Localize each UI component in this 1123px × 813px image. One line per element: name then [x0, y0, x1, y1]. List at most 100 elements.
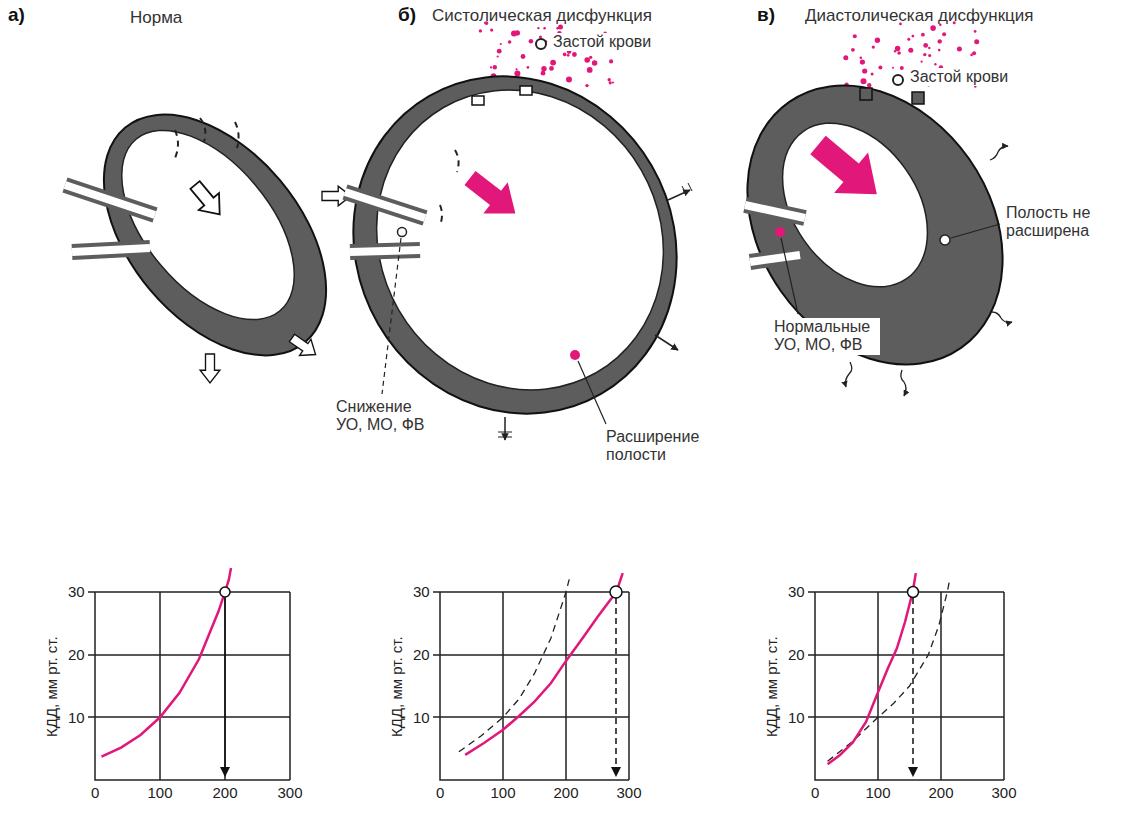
tick-label: 10 [68, 709, 85, 726]
normal-heart-part [89, 99, 328, 350]
congestion-dot [930, 25, 936, 31]
congestion-dot [527, 66, 530, 69]
congestion-dot [938, 39, 942, 43]
hypertrophic-heart-part [745, 205, 805, 218]
congestion-dot [497, 55, 499, 57]
congestion-dot [923, 53, 926, 56]
dilated-heart-part [322, 37, 717, 442]
dilated-heart-part [668, 190, 690, 200]
dilated-heart-part [682, 183, 692, 194]
congestion-dot [479, 29, 482, 32]
congestion-dot [957, 46, 962, 51]
normal-heart-part [72, 248, 150, 252]
congestion-dot [860, 59, 865, 64]
congestion-dot [490, 66, 492, 68]
normal-heart-part [65, 185, 155, 215]
panel-title: Диастолическая дисфункция [805, 6, 1034, 26]
dilated-heart-part [350, 250, 420, 252]
callout-label: Нормальные УО, МО, ФВ [772, 318, 880, 355]
congestion-dot [912, 35, 915, 38]
normal-heart-part [60, 73, 370, 397]
callout-label: Расширение полости [604, 428, 712, 465]
panel-letter: а) [8, 4, 25, 26]
panel-title: Систолическая дисфункция [432, 6, 652, 26]
dilated-heart-part [472, 96, 484, 105]
congestion-dot [558, 25, 563, 30]
tick-label: 100 [491, 784, 516, 801]
hypertrophic-heart-part [860, 88, 872, 100]
pressure-volume-chart [88, 592, 290, 780]
leader-dot [775, 227, 785, 237]
leader-line [951, 224, 1000, 238]
congestion-dot [892, 67, 894, 69]
tick-label: 10 [413, 709, 430, 726]
pressure-volume-chart [433, 592, 629, 780]
callout-label: Застой крови [908, 68, 1010, 86]
hypertrophic-heart-part [845, 362, 851, 387]
congestion-dot [592, 60, 598, 66]
tick-label: 30 [413, 583, 430, 600]
hypertrophic-heart-part [912, 92, 924, 104]
tick-label: 30 [68, 583, 85, 600]
hypertrophic-heart-part [745, 205, 805, 218]
tick-label: 200 [554, 784, 579, 801]
congestion-dot [541, 71, 546, 76]
tick-label: 20 [788, 646, 805, 663]
normal-heart-part [185, 177, 230, 223]
dilated-heart-part [345, 192, 425, 218]
congestion-dot [923, 43, 928, 48]
volume-arrow [224, 598, 226, 776]
tick-label: 10 [788, 709, 805, 726]
congestion-dot [609, 59, 613, 63]
congestion-dot [921, 61, 923, 63]
congestion-dot [843, 55, 848, 60]
congestion-dot [609, 81, 612, 84]
axis-title: КДД, мм рт. ст. [42, 636, 59, 737]
tick-label: 200 [213, 784, 238, 801]
dilated-heart-part [655, 335, 678, 350]
tick-label: 0 [91, 784, 99, 801]
dilated-heart-part [350, 250, 420, 252]
hypertrophic-heart-part [753, 96, 958, 315]
congestion-dot [587, 67, 593, 73]
congestion-dot [875, 38, 880, 43]
dilated-heart-part [520, 86, 532, 95]
panel-title: Норма [130, 8, 182, 28]
congestion-dot [942, 32, 946, 36]
congestion-dot [508, 40, 512, 44]
volume-arrow [615, 598, 617, 776]
congestion-dot [907, 38, 910, 41]
congestion-dot [974, 30, 977, 33]
leader-dot [398, 228, 407, 237]
congestion-dot [878, 66, 882, 70]
dilated-heart-part [345, 192, 425, 218]
dilated-heart [292, 17, 738, 473]
panel-letter: в) [757, 4, 775, 26]
leader-line [578, 361, 606, 424]
tick-label: 0 [811, 784, 819, 801]
congestion-dot [608, 78, 611, 81]
operating-point [908, 587, 919, 598]
tick-label: 300 [278, 784, 303, 801]
congestion-dot [549, 66, 554, 71]
leader-dot [940, 235, 950, 245]
leader-line [781, 238, 798, 314]
congestion-dot [585, 84, 588, 87]
congestion-dot [521, 54, 526, 59]
congestion-dot [572, 52, 577, 57]
callout-label: Застой крови [551, 33, 653, 51]
dilated-heart-part [440, 150, 459, 225]
pressure-volume-curve [465, 573, 623, 755]
congestion-dot [537, 27, 539, 29]
leader-line [382, 238, 401, 394]
leader-dot [893, 75, 903, 85]
normal-curve [459, 579, 569, 751]
leader-dot [570, 350, 580, 360]
dilated-heart-part [458, 162, 528, 229]
normal-curve [828, 578, 950, 761]
congestion-dot [872, 46, 875, 49]
pressure-volume-chart-part [433, 592, 629, 780]
operating-point [220, 587, 230, 597]
